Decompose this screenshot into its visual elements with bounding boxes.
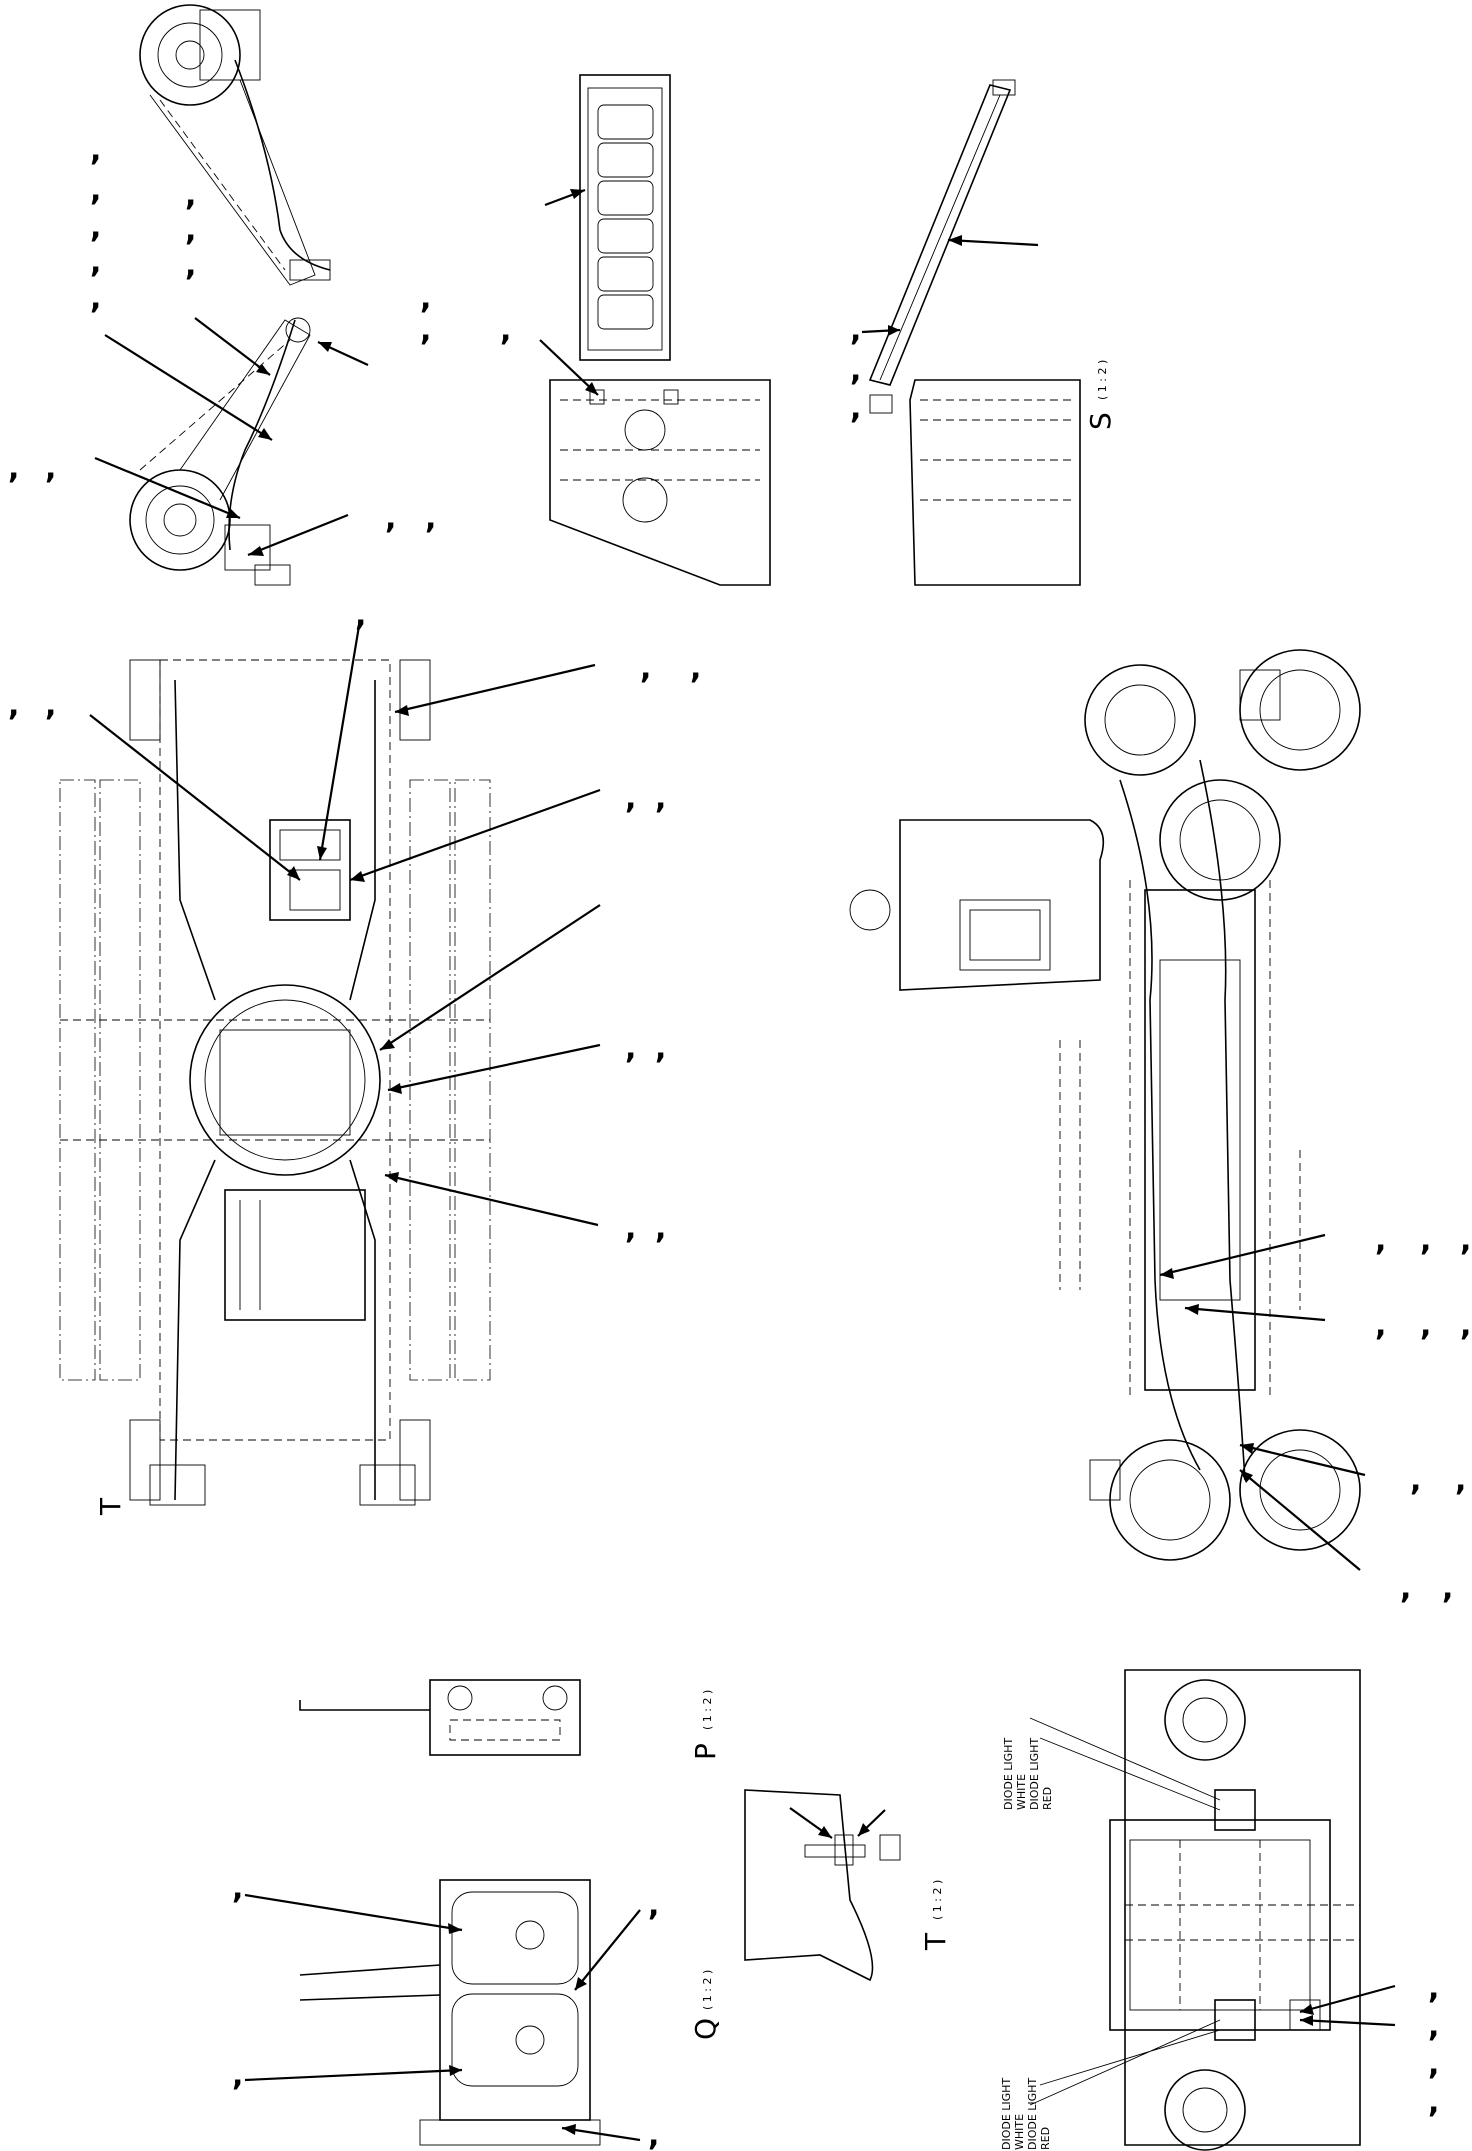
svg-text:,: , — [850, 353, 861, 388]
svg-text:RED: RED — [1041, 1787, 1054, 1810]
svg-text:S: S — [1084, 412, 1117, 430]
svg-text:,: , — [648, 1888, 659, 1923]
svg-text:DIODE LIGHT: DIODE LIGHT — [1026, 2078, 1039, 2150]
svg-text:,: , — [420, 313, 431, 348]
svg-text:( 1 : 2 ): ( 1 : 2 ) — [931, 1880, 944, 1920]
svg-text:,: , — [500, 313, 511, 348]
svg-text:,: , — [1428, 2047, 1439, 2082]
svg-text:,: , — [1460, 1308, 1471, 1343]
svg-text:,: , — [45, 451, 56, 486]
svg-text:( 1 : 2 ): ( 1 : 2 ) — [1096, 360, 1109, 400]
svg-text:,: , — [1428, 2085, 1439, 2120]
svg-text:,: , — [1428, 1971, 1439, 2006]
svg-text:,: , — [625, 1211, 636, 1246]
svg-text:,: , — [90, 245, 101, 280]
svg-text:( 1 : 2 ): ( 1 : 2 ) — [701, 1690, 714, 1730]
callouts-chassis: , , , , , , , , , , , — [8, 598, 701, 1246]
svg-text:T: T — [919, 1932, 952, 1951]
svg-text:WHITE: WHITE — [1015, 1774, 1028, 1810]
view-s-title: S ( 1 : 2 ) — [1084, 360, 1117, 430]
view-q-detail: , , , , Q ( 1 : 2 ) — [232, 1871, 722, 2151]
svg-text:,: , — [690, 651, 701, 686]
svg-text:,: , — [1375, 1223, 1386, 1258]
svg-text:,: , — [90, 210, 101, 245]
svg-text:,: , — [1420, 1223, 1431, 1258]
callouts-top-left: , , , , , , , , , , , , , , , — [8, 133, 511, 557]
callouts-side-view: , , , , , , , , , , — [1159, 1223, 1471, 1606]
svg-text:,: , — [185, 178, 196, 213]
svg-text:,: , — [655, 1211, 666, 1246]
svg-text:,: , — [648, 2118, 659, 2151]
svg-text:,: , — [1400, 1571, 1411, 1606]
svg-text:,: , — [625, 781, 636, 816]
svg-text:DIODE LIGHT: DIODE LIGHT — [1028, 1738, 1041, 1810]
svg-text:,: , — [8, 688, 19, 723]
svg-text:,: , — [655, 1031, 666, 1066]
boom-arm-detail-lower — [129, 317, 311, 586]
chassis-plan-view: T — [59, 659, 491, 1516]
machine-side-view — [849, 649, 1361, 1561]
view-q-title: Q ( 1 : 2 ) — [689, 1970, 722, 2040]
svg-text:,: , — [1375, 1308, 1386, 1343]
svg-text:,: , — [1460, 1223, 1471, 1258]
view-t-detail: T ( 1 : 2 ) — [744, 1789, 952, 1982]
svg-text:,: , — [45, 688, 56, 723]
view-t-title: T ( 1 : 2 ) — [919, 1880, 952, 1951]
svg-text:,: , — [90, 133, 101, 168]
lamp-note-upper: DIODE LIGHT WHITE DIODE LIGHT RED — [1002, 1738, 1054, 1810]
svg-text:,: , — [185, 213, 196, 248]
svg-text:Q: Q — [689, 2018, 722, 2040]
view-t-marker: T — [94, 1497, 127, 1516]
svg-text:DIODE LIGHT: DIODE LIGHT — [1000, 2078, 1013, 2150]
svg-text:RED: RED — [1039, 2127, 1052, 2150]
svg-text:,: , — [420, 281, 431, 316]
svg-text:P: P — [689, 1743, 722, 1760]
svg-text:,: , — [8, 451, 19, 486]
svg-text:,: , — [655, 781, 666, 816]
svg-text:( 1 : 2 ): ( 1 : 2 ) — [701, 1970, 714, 2010]
svg-text:DIODE LIGHT: DIODE LIGHT — [1002, 1738, 1015, 1810]
svg-text:,: , — [90, 281, 101, 316]
svg-text:,: , — [425, 501, 436, 536]
boom-arm-detail-upper — [139, 4, 331, 286]
battery-box-detail — [539, 74, 771, 586]
svg-text:,: , — [625, 1031, 636, 1066]
view-p-detail: P ( 1 : 2 ) — [299, 1679, 722, 1760]
svg-text:WHITE: WHITE — [1013, 2114, 1026, 2150]
lamp-arrangement-detail: , , , , DIODE LIGHT WHITE DIODE LIGHT RE… — [1000, 1669, 1439, 2151]
svg-text:,: , — [1455, 1463, 1466, 1498]
svg-text:,: , — [850, 313, 861, 348]
svg-text:,: , — [1410, 1463, 1421, 1498]
svg-text:,: , — [1420, 1308, 1431, 1343]
view-s-detail: , , , S ( 1 : 2 ) — [850, 79, 1117, 586]
svg-text:,: , — [90, 173, 101, 208]
svg-text:,: , — [185, 248, 196, 283]
svg-text:,: , — [850, 391, 861, 426]
svg-text:,: , — [385, 501, 396, 536]
svg-text:,: , — [640, 651, 651, 686]
svg-text:,: , — [355, 598, 366, 633]
svg-text:,: , — [232, 2058, 243, 2093]
lamp-note-lower: DIODE LIGHT WHITE DIODE LIGHT RED — [1000, 2078, 1052, 2150]
svg-text:,: , — [232, 1871, 243, 1906]
svg-text:,: , — [1428, 2009, 1439, 2044]
view-p-title: P ( 1 : 2 ) — [689, 1690, 722, 1760]
svg-text:,: , — [1442, 1571, 1453, 1606]
